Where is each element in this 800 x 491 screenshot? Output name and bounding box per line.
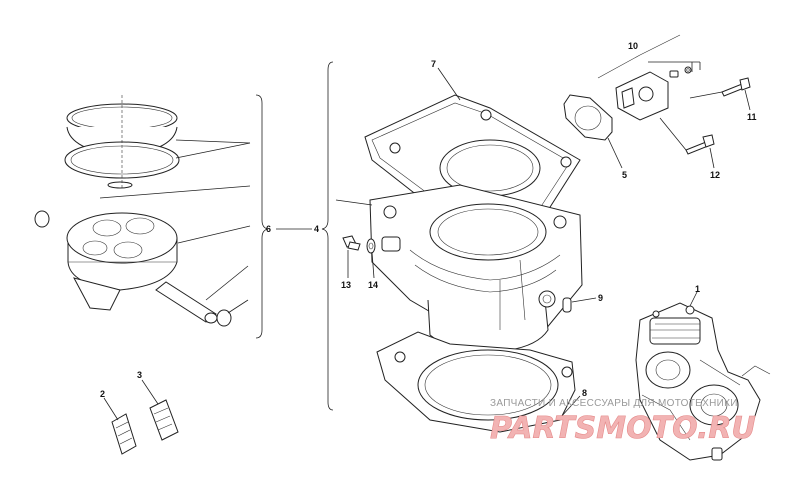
engine-assembly — [635, 302, 771, 461]
callout-6: 6 — [266, 224, 271, 234]
callout-8: 8 — [582, 388, 587, 398]
callout-3: 3 — [137, 370, 142, 380]
watermark-caption: ЗАПЧАСТИ И АКСЕССУАРЫ ДЛЯ МОТОТЕХНИКИ — [490, 398, 738, 409]
callout-leaders — [103, 61, 751, 421]
callout-7: 7 — [431, 59, 436, 69]
piston-rings — [64, 95, 180, 190]
cylinder-barrel — [369, 184, 583, 353]
callout-4: 4 — [314, 224, 319, 234]
base-gasket — [376, 331, 576, 433]
callout-2: 2 — [100, 389, 105, 399]
bolt-11 — [721, 77, 751, 97]
chain-tensioner — [597, 34, 692, 121]
leaders-group-6 — [99, 94, 312, 339]
callout-numbers: 1 2 3 4 5 6 7 8 9 10 11 12 13 14 — [100, 41, 757, 399]
filter-part-3 — [149, 399, 179, 441]
callout-1: 1 — [695, 284, 700, 294]
bolt-12 — [685, 134, 715, 155]
callout-5: 5 — [622, 170, 627, 180]
piston-clips — [34, 210, 232, 327]
callout-9: 9 — [598, 293, 603, 303]
callout-11: 11 — [747, 112, 757, 122]
dowel-pin — [562, 297, 572, 313]
filter-part-2 — [111, 413, 137, 455]
brace-group-4 — [321, 61, 334, 411]
piston — [66, 212, 178, 311]
callout-12: 12 — [710, 170, 720, 180]
watermark: ЗАПЧАСТИ И АКСЕССУАРЫ ДЛЯ МОТОТЕХНИКИ PA… — [490, 398, 756, 446]
bolt-13 — [342, 235, 361, 251]
callout-14: 14 — [368, 280, 378, 290]
piston-pin — [155, 281, 218, 324]
tensioner-gasket — [563, 94, 613, 141]
washer-14 — [366, 238, 376, 254]
callout-10: 10 — [628, 41, 638, 51]
callout-13: 13 — [341, 280, 351, 290]
watermark-brand: PARTSMOTO.RU — [490, 411, 756, 446]
